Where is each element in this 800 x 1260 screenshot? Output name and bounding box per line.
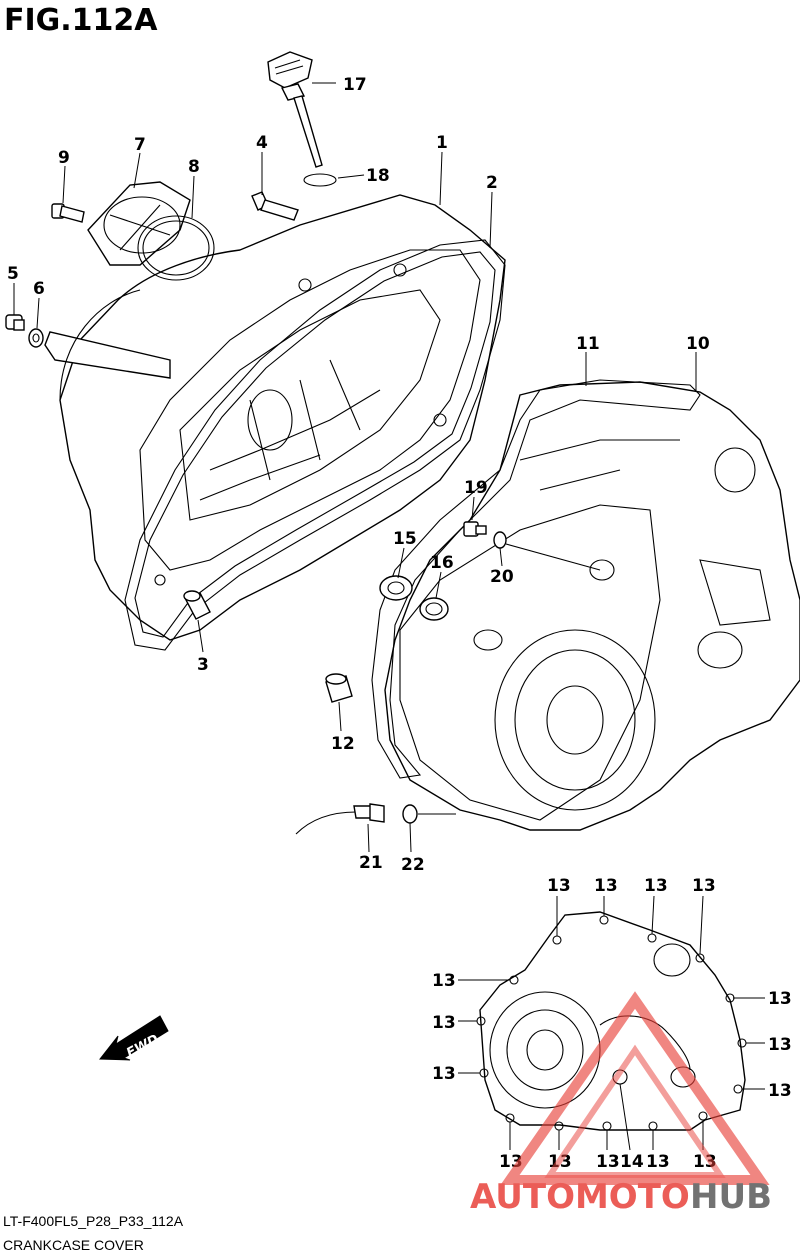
callout-16: 16 — [430, 553, 454, 573]
dowel-pin-12 — [325, 673, 353, 703]
watermark-logo: AUTOMOTO HUB — [470, 991, 772, 1217]
callout-13: 13 — [596, 1152, 620, 1172]
o-ring-18 — [303, 173, 337, 187]
callout-13: 13 — [432, 1064, 456, 1084]
figure-code: LT-F400FL5_P28_P33_112A — [3, 1213, 184, 1229]
callout-13: 13 — [768, 989, 792, 1009]
figure-caption: CRANKCASE COVER — [3, 1237, 144, 1253]
sensor-21 — [295, 803, 385, 835]
callout-13: 13 — [432, 1013, 456, 1033]
callout-6: 6 — [33, 279, 45, 299]
callout-9: 9 — [58, 148, 70, 168]
dowel-pin-3 — [183, 590, 211, 620]
callout-labels: 17 18 1 2 4 7 8 9 5 6 3 11 10 12 15 16 1… — [7, 75, 792, 1172]
callout-20: 20 — [490, 567, 514, 587]
washer-6 — [28, 328, 44, 348]
cover-gasket — [124, 239, 506, 651]
callout-13: 13 — [594, 876, 618, 896]
callout-12: 12 — [331, 734, 355, 754]
oil-dipstick-17 — [267, 51, 323, 168]
callout-13: 13 — [768, 1081, 792, 1101]
fwd-arrow-icon: FWD — [98, 1015, 169, 1061]
callout-13: 13 — [768, 1035, 792, 1055]
callout-21: 21 — [359, 853, 383, 873]
washer-20 — [493, 531, 507, 549]
callout-1: 1 — [436, 133, 448, 153]
callout-13: 13 — [692, 876, 716, 896]
callout-5: 5 — [7, 264, 19, 284]
callout-2: 2 — [486, 173, 498, 193]
callout-13: 13 — [432, 971, 456, 991]
callout-7: 7 — [134, 135, 146, 155]
outer-gasket-11 — [371, 379, 701, 779]
callout-3: 3 — [197, 655, 209, 675]
callout-11: 11 — [576, 334, 600, 354]
callout-19: 19 — [464, 478, 488, 498]
callout-15: 15 — [393, 529, 417, 549]
callout-10: 10 — [686, 334, 710, 354]
washer-22 — [402, 804, 418, 824]
callout-4: 4 — [256, 133, 268, 153]
plug-15 — [379, 575, 413, 601]
watermark-part1: AUTOMOTO — [470, 1177, 690, 1217]
callout-8: 8 — [188, 157, 200, 177]
figure-title: FIG.112A — [4, 3, 158, 38]
leader-lines — [13, 82, 765, 1151]
bolt-9 — [51, 203, 85, 223]
cover-gasket-inner — [134, 251, 496, 638]
callout-22: 22 — [401, 855, 425, 875]
callout-17: 17 — [343, 75, 367, 95]
plug-5 — [5, 314, 25, 331]
outer-crankcase-cover — [384, 381, 800, 831]
bolt-19 — [463, 521, 487, 537]
inner-crankcase-cover — [44, 194, 506, 641]
o-ring-8 — [137, 215, 215, 281]
callout-13: 13 — [547, 876, 571, 896]
callout-18: 18 — [366, 166, 390, 186]
bolt-4 — [251, 191, 299, 221]
callout-13: 13 — [644, 876, 668, 896]
bolt-location-view — [476, 911, 747, 1131]
inspection-cap-7 — [87, 181, 191, 266]
oil-seal-16 — [419, 597, 449, 621]
watermark-part2: HUB — [690, 1177, 772, 1217]
callout-14: 14 — [620, 1152, 644, 1172]
callout-13: 13 — [646, 1152, 670, 1172]
